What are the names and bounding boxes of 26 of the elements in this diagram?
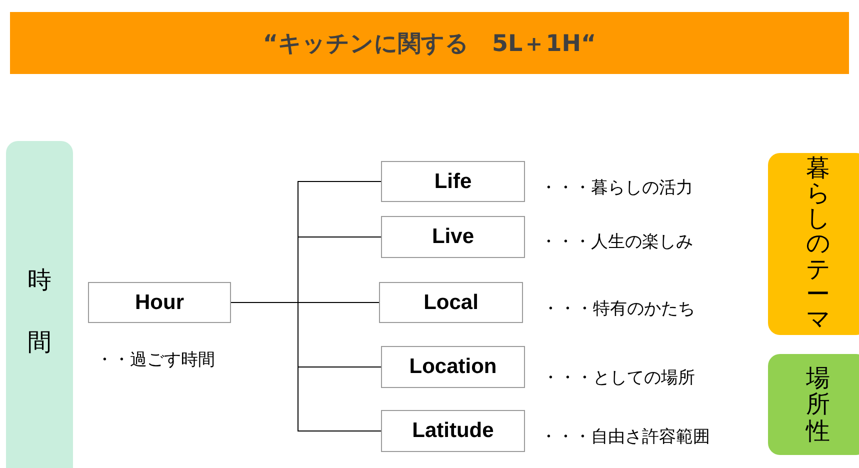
term-box [379, 282, 523, 323]
description-text: ・・・特有のかたち [542, 298, 695, 320]
term-box [381, 346, 525, 388]
term-box [381, 216, 525, 258]
band-label: 暮らしのテーマ [806, 156, 830, 332]
category-band [6, 141, 73, 468]
term-label: Location [409, 355, 497, 379]
title: “キッチンに関する 5L＋1H“ [262, 30, 596, 58]
description-text: ・・・としての場所 [542, 367, 695, 389]
term-label: Life [434, 170, 472, 194]
term-box [88, 282, 231, 323]
connector-line [230, 302, 382, 432]
term-label: Hour [135, 290, 184, 314]
band-label: 時間 [28, 264, 52, 358]
description-text: ・・・自由さ許容範囲 [540, 426, 710, 448]
term-label: Latitude [412, 419, 494, 443]
term-label: Local [424, 290, 478, 314]
term-label: Live [432, 225, 474, 249]
description-text: ・・・暮らしの活力 [540, 177, 693, 199]
term-box [381, 410, 525, 452]
category-band [768, 354, 859, 455]
description-text: ・・・人生の楽しみ [540, 231, 693, 253]
term-box [381, 161, 525, 202]
category-band [768, 153, 859, 335]
description-text: ・・過ごす時間 [96, 349, 215, 371]
band-label: 場所性 [806, 364, 830, 444]
